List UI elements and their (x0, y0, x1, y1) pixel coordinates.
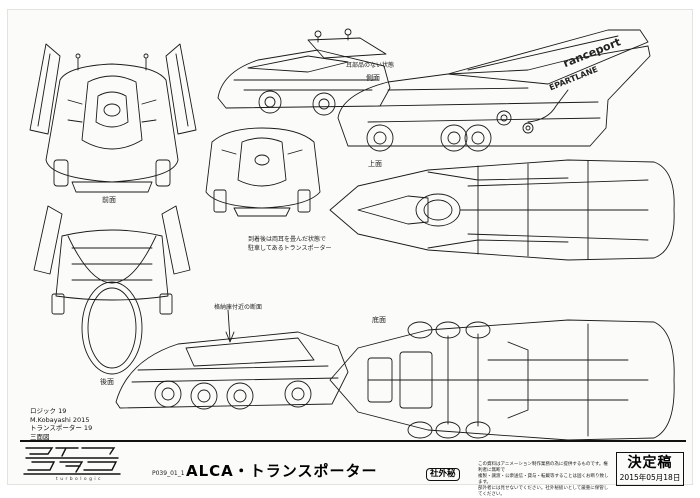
final-draft-stamp: 決定稿 2015年05月18日 (616, 452, 684, 486)
disclaimer-line: 部外者には見せないでください。社外秘扱いとして厳重に保管してください。 (478, 486, 609, 497)
label-front-view: 前面 (102, 196, 116, 204)
credit-line: トランスポーター 19 (30, 424, 93, 432)
disclaimer-line: 複製・譲渡・公衆送信・貸与・転載等することは固くお断り致します。 (478, 474, 609, 485)
page-code: P039_01_1 (152, 470, 185, 477)
top-view (329, 159, 675, 261)
credits-block: ロジック 19 M.Kobayashi 2015 トランスポーター 19 三面図 (30, 407, 92, 441)
usage-disclaimer: この資料はアニメーション制作業務の為に提供するものです。権利者に無断で 複製・譲… (478, 462, 610, 498)
series-logo: t u r b o l o g i c (22, 444, 122, 484)
label-rear-view: 後面 (100, 378, 114, 386)
blueprint-sheet: ranceport EPARTLANE 前面 後面 側面 上面 底面 耳部品のな… (8, 10, 692, 497)
bottom-view (329, 319, 675, 441)
title-block: t u r b o l o g i c P039_01_1 ALCA・トランスポ… (20, 440, 692, 497)
disclaimer-line: この資料はアニメーション制作業務の為に提供するものです。権利者に無断で (478, 462, 608, 473)
credit-line: 三面図 (30, 432, 50, 441)
label-bottom-view: 底面 (372, 316, 386, 324)
final-draft-date: 2015年05月18日 (619, 473, 681, 482)
logo-subtitle: t u r b o l o g i c (56, 477, 102, 482)
label-side-view: 側面 (366, 74, 380, 82)
rear-view (33, 205, 191, 375)
confidential-stamp: 社外秘 (426, 468, 460, 481)
credit-line: M.Kobayashi 2015 (30, 415, 90, 424)
label-top-view: 上面 (368, 160, 382, 168)
note-section: 格納庫付近の断面 (214, 304, 263, 311)
label-no-ears: 耳部品のない状態 (346, 62, 395, 69)
credit-line: ロジック 19 (30, 407, 67, 415)
footer-rule (20, 440, 686, 442)
section-view (115, 309, 349, 410)
sheet-title: ALCA・トランスポーター (186, 462, 378, 480)
note-folded-2: 駐車してあるトランスポーター (248, 245, 332, 252)
front-view-folded (205, 127, 321, 217)
final-draft-title: 決定稿 (627, 455, 673, 471)
vehicle-line-art (29, 28, 675, 441)
side-view-no-ears (217, 28, 391, 116)
front-view-wings-up (29, 43, 197, 193)
note-folded-1: 到着後は両耳を畳んだ状態で (248, 236, 327, 243)
side-view-main (337, 29, 651, 152)
